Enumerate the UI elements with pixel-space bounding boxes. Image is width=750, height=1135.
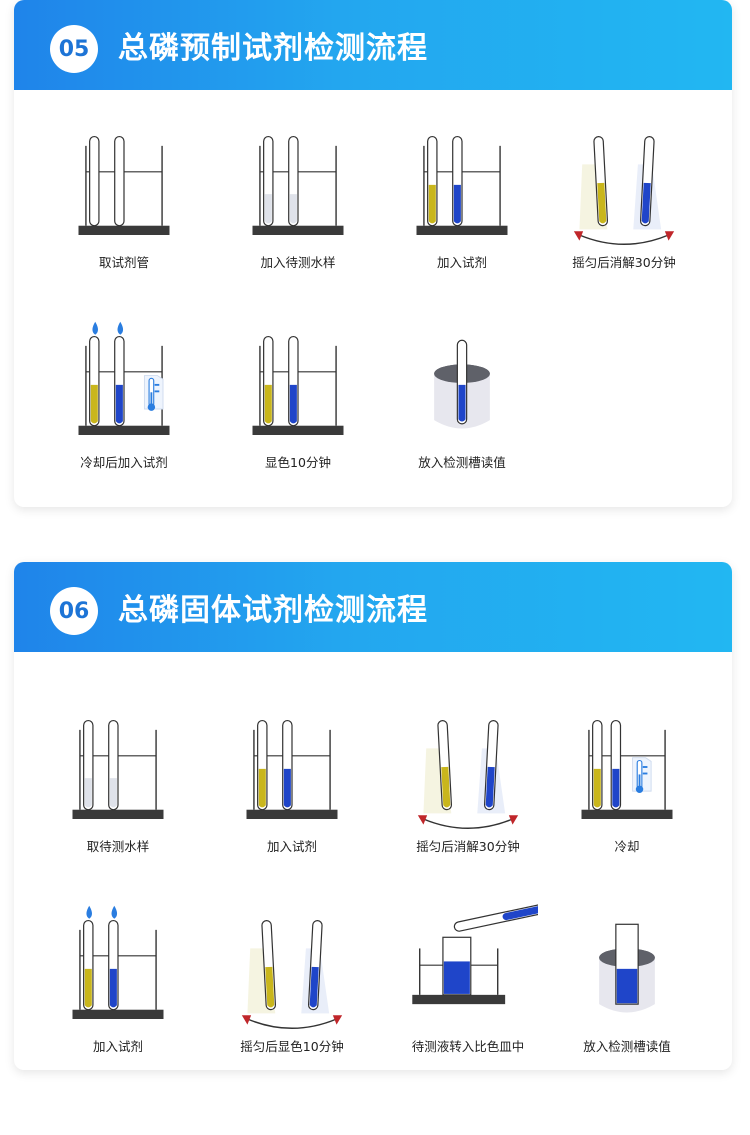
section-title: 总磷预制试剂检测流程 xyxy=(118,31,428,66)
colored-tubes-rack-illustration xyxy=(252,335,344,435)
section-number-badge: 05 xyxy=(50,25,98,73)
section-05-header: 05 总磷预制试剂检测流程 xyxy=(14,0,732,90)
step-label: 加入试剂 xyxy=(436,255,487,270)
step-label: 加入待测水样 xyxy=(260,255,336,270)
step-2: 加入待测水样 xyxy=(228,118,368,288)
tubes-with-water-rack-illustration xyxy=(72,719,164,819)
drops-thermometer-rack-illustration xyxy=(78,321,170,435)
step-6: 摇匀后显色10分钟 xyxy=(222,902,362,1070)
step-8: 放入检测槽读值 xyxy=(557,902,697,1070)
yellow-blue-tubes-rack-illustration xyxy=(416,135,508,235)
section-number-badge: 06 xyxy=(50,587,98,635)
step-label: 显色10分钟 xyxy=(265,455,331,470)
section-title: 总磷固体试剂检测流程 xyxy=(118,593,428,628)
step-7: 放入检测槽读值 xyxy=(392,318,532,488)
tube-in-slot-illustration xyxy=(434,339,490,429)
shaking-tubes-illustration xyxy=(417,720,519,830)
section-06-card: 06 总磷固体试剂检测流程 取待测水样加入试剂摇匀后消解30分钟 冷却加入试剂摇… xyxy=(14,562,732,1070)
step-label: 取待测水样 xyxy=(86,839,150,854)
drops-rack-illustration xyxy=(72,905,164,1019)
step-label: 摇匀后消解30分钟 xyxy=(572,255,676,270)
step-label: 摇匀后显色10分钟 xyxy=(240,1039,344,1054)
thermometer-rack-illustration xyxy=(581,719,673,819)
step-7: 待测液转入比色皿中 xyxy=(398,902,538,1070)
step-label: 加入试剂 xyxy=(266,839,317,854)
step-4: 冷却 xyxy=(557,702,697,872)
step-label: 待测液转入比色皿中 xyxy=(411,1039,525,1054)
step-label: 放入检测槽读值 xyxy=(418,455,506,470)
step-label: 冷却 xyxy=(614,839,640,854)
section-06-header: 06 总磷固体试剂检测流程 xyxy=(14,562,732,652)
step-3: 摇匀后消解30分钟 xyxy=(398,702,538,872)
step-5: 冷却后加入试剂 xyxy=(54,318,194,488)
step-6: 显色10分钟 xyxy=(228,318,368,488)
step-label: 冷却后加入试剂 xyxy=(80,455,168,470)
step-4: 摇匀后消解30分钟 xyxy=(554,118,694,288)
cuvette-in-slot-illustration xyxy=(599,923,655,1013)
step-5: 加入试剂 xyxy=(48,902,188,1070)
step-label: 加入试剂 xyxy=(92,1039,143,1054)
shaking-tubes-illustration xyxy=(573,136,675,246)
shaking-tubes-illustration xyxy=(241,920,343,1030)
step-label: 放入检测槽读值 xyxy=(583,1039,671,1054)
step-2: 加入试剂 xyxy=(222,702,362,872)
step-label: 取试剂管 xyxy=(98,255,149,270)
step-1: 取试剂管 xyxy=(54,118,194,288)
tubes-with-water-rack-illustration xyxy=(252,135,344,235)
yellow-blue-tubes-rack-illustration xyxy=(246,719,338,819)
step-3: 加入试剂 xyxy=(392,118,532,288)
step-1: 取待测水样 xyxy=(48,702,188,872)
pour-into-cuvette-illustration xyxy=(412,903,538,1005)
empty-tubes-rack-illustration xyxy=(78,135,170,235)
step-label: 摇匀后消解30分钟 xyxy=(416,839,520,854)
section-05-card: 05 总磷预制试剂检测流程 取试剂管 加入待测水样 加入试剂 摇匀后消解30分钟 冷却… xyxy=(14,0,732,507)
